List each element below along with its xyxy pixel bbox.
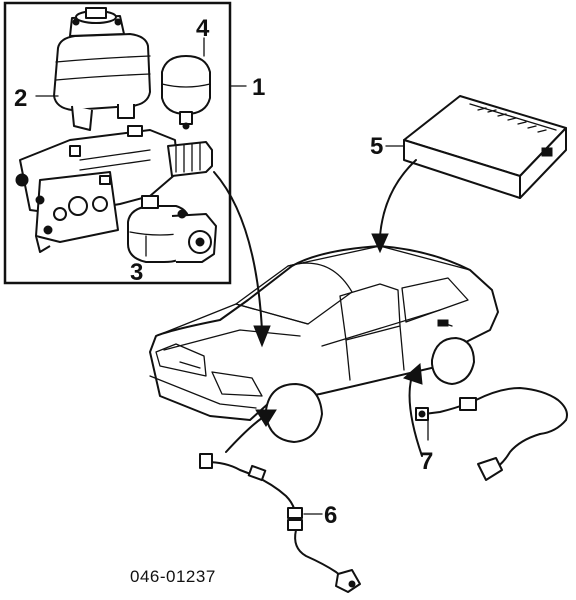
- callout-2: 2: [14, 85, 27, 112]
- reference-number: 046-01237: [130, 567, 216, 586]
- callout-1: 1: [252, 74, 265, 101]
- arrow-to-hood: [213, 171, 271, 348]
- inset-frame: [3, 1, 232, 285]
- callout-4: 4: [196, 15, 210, 42]
- front-sensor-drawing: [199, 453, 361, 593]
- control-module-drawing: [403, 95, 567, 199]
- callout-5: 5: [370, 133, 383, 160]
- arrow-to-rear-wheel: [403, 362, 423, 457]
- callout-7: 7: [420, 448, 433, 475]
- car-drawing: [149, 245, 499, 443]
- accumulator-drawing: [161, 55, 211, 130]
- arrow-to-module-location: [371, 159, 417, 254]
- callout-6: 6: [324, 502, 337, 529]
- callout-3: 3: [130, 259, 143, 286]
- rear-sensor-drawing: [415, 387, 568, 481]
- master-cylinder-drawing: [15, 125, 213, 253]
- reservoir-drawing: [53, 7, 151, 131]
- arrow-to-front-wheel: [225, 409, 277, 453]
- pump-motor-drawing: [127, 195, 217, 263]
